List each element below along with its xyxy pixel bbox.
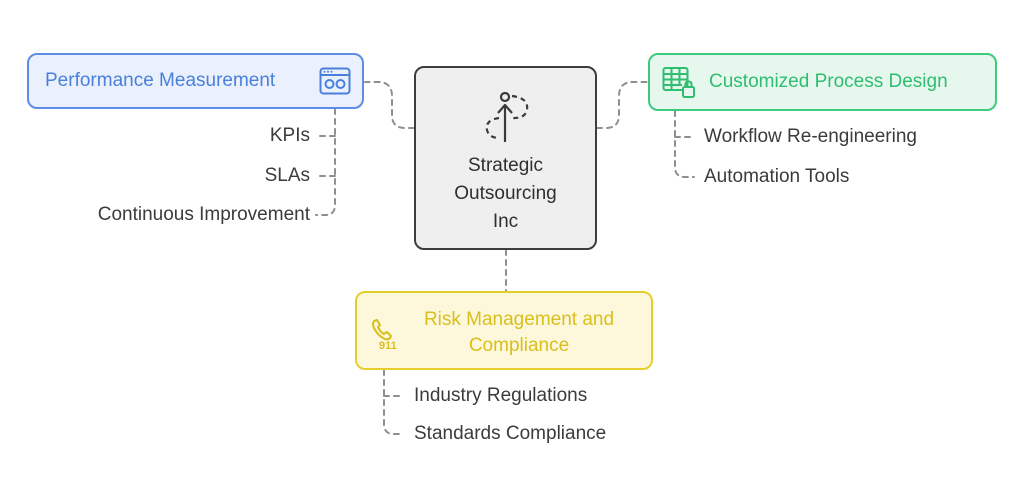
- branch-item: Workflow Re-engineering: [704, 126, 917, 147]
- branch-title: Customized Process Design: [709, 71, 948, 92]
- branch-item: Continuous Improvement: [97, 204, 310, 225]
- branch-item: Standards Compliance: [414, 423, 607, 444]
- branch-title-line: Risk Management and: [423, 309, 615, 330]
- branch-item: Industry Regulations: [414, 385, 588, 406]
- branch-title: Performance Measurement: [45, 70, 276, 91]
- branching-arrow-icon: [485, 91, 529, 142]
- spreadsheet-lock-icon: [662, 67, 695, 98]
- connector-risk-items: [383, 369, 404, 435]
- branch-performance-measurement[interactable]: Performance Measurement: [27, 53, 364, 109]
- branch-title: Risk Management and Compliance: [357, 307, 653, 359]
- emergency-phone-911-icon: 911: [372, 319, 397, 351]
- center-title: Strategic Outsourcing Inc: [454, 152, 556, 236]
- branch-risk-management-compliance[interactable]: 911 Risk Management and Compliance: [355, 291, 653, 370]
- branch-title-line: Compliance: [468, 335, 570, 356]
- branch-item: Automation Tools: [704, 166, 850, 187]
- center-title-line: Strategic: [468, 155, 543, 176]
- browser-window-icon: [319, 67, 351, 95]
- center-node[interactable]: Strategic Outsourcing Inc: [414, 66, 597, 250]
- branch-item: SLAs: [264, 165, 310, 186]
- center-title-line: Inc: [492, 211, 519, 232]
- connector-performance-items: [315, 108, 336, 216]
- connector-center-performance: [364, 81, 415, 129]
- branch-item: KPIs: [269, 125, 310, 146]
- branch-customized-process-design[interactable]: Customized Process Design: [648, 53, 997, 111]
- connector-center-customized: [596, 81, 649, 129]
- center-title-line: Outsourcing: [454, 183, 557, 204]
- risk-icon-text: 911: [379, 340, 397, 351]
- connector-customized-items: [674, 110, 695, 178]
